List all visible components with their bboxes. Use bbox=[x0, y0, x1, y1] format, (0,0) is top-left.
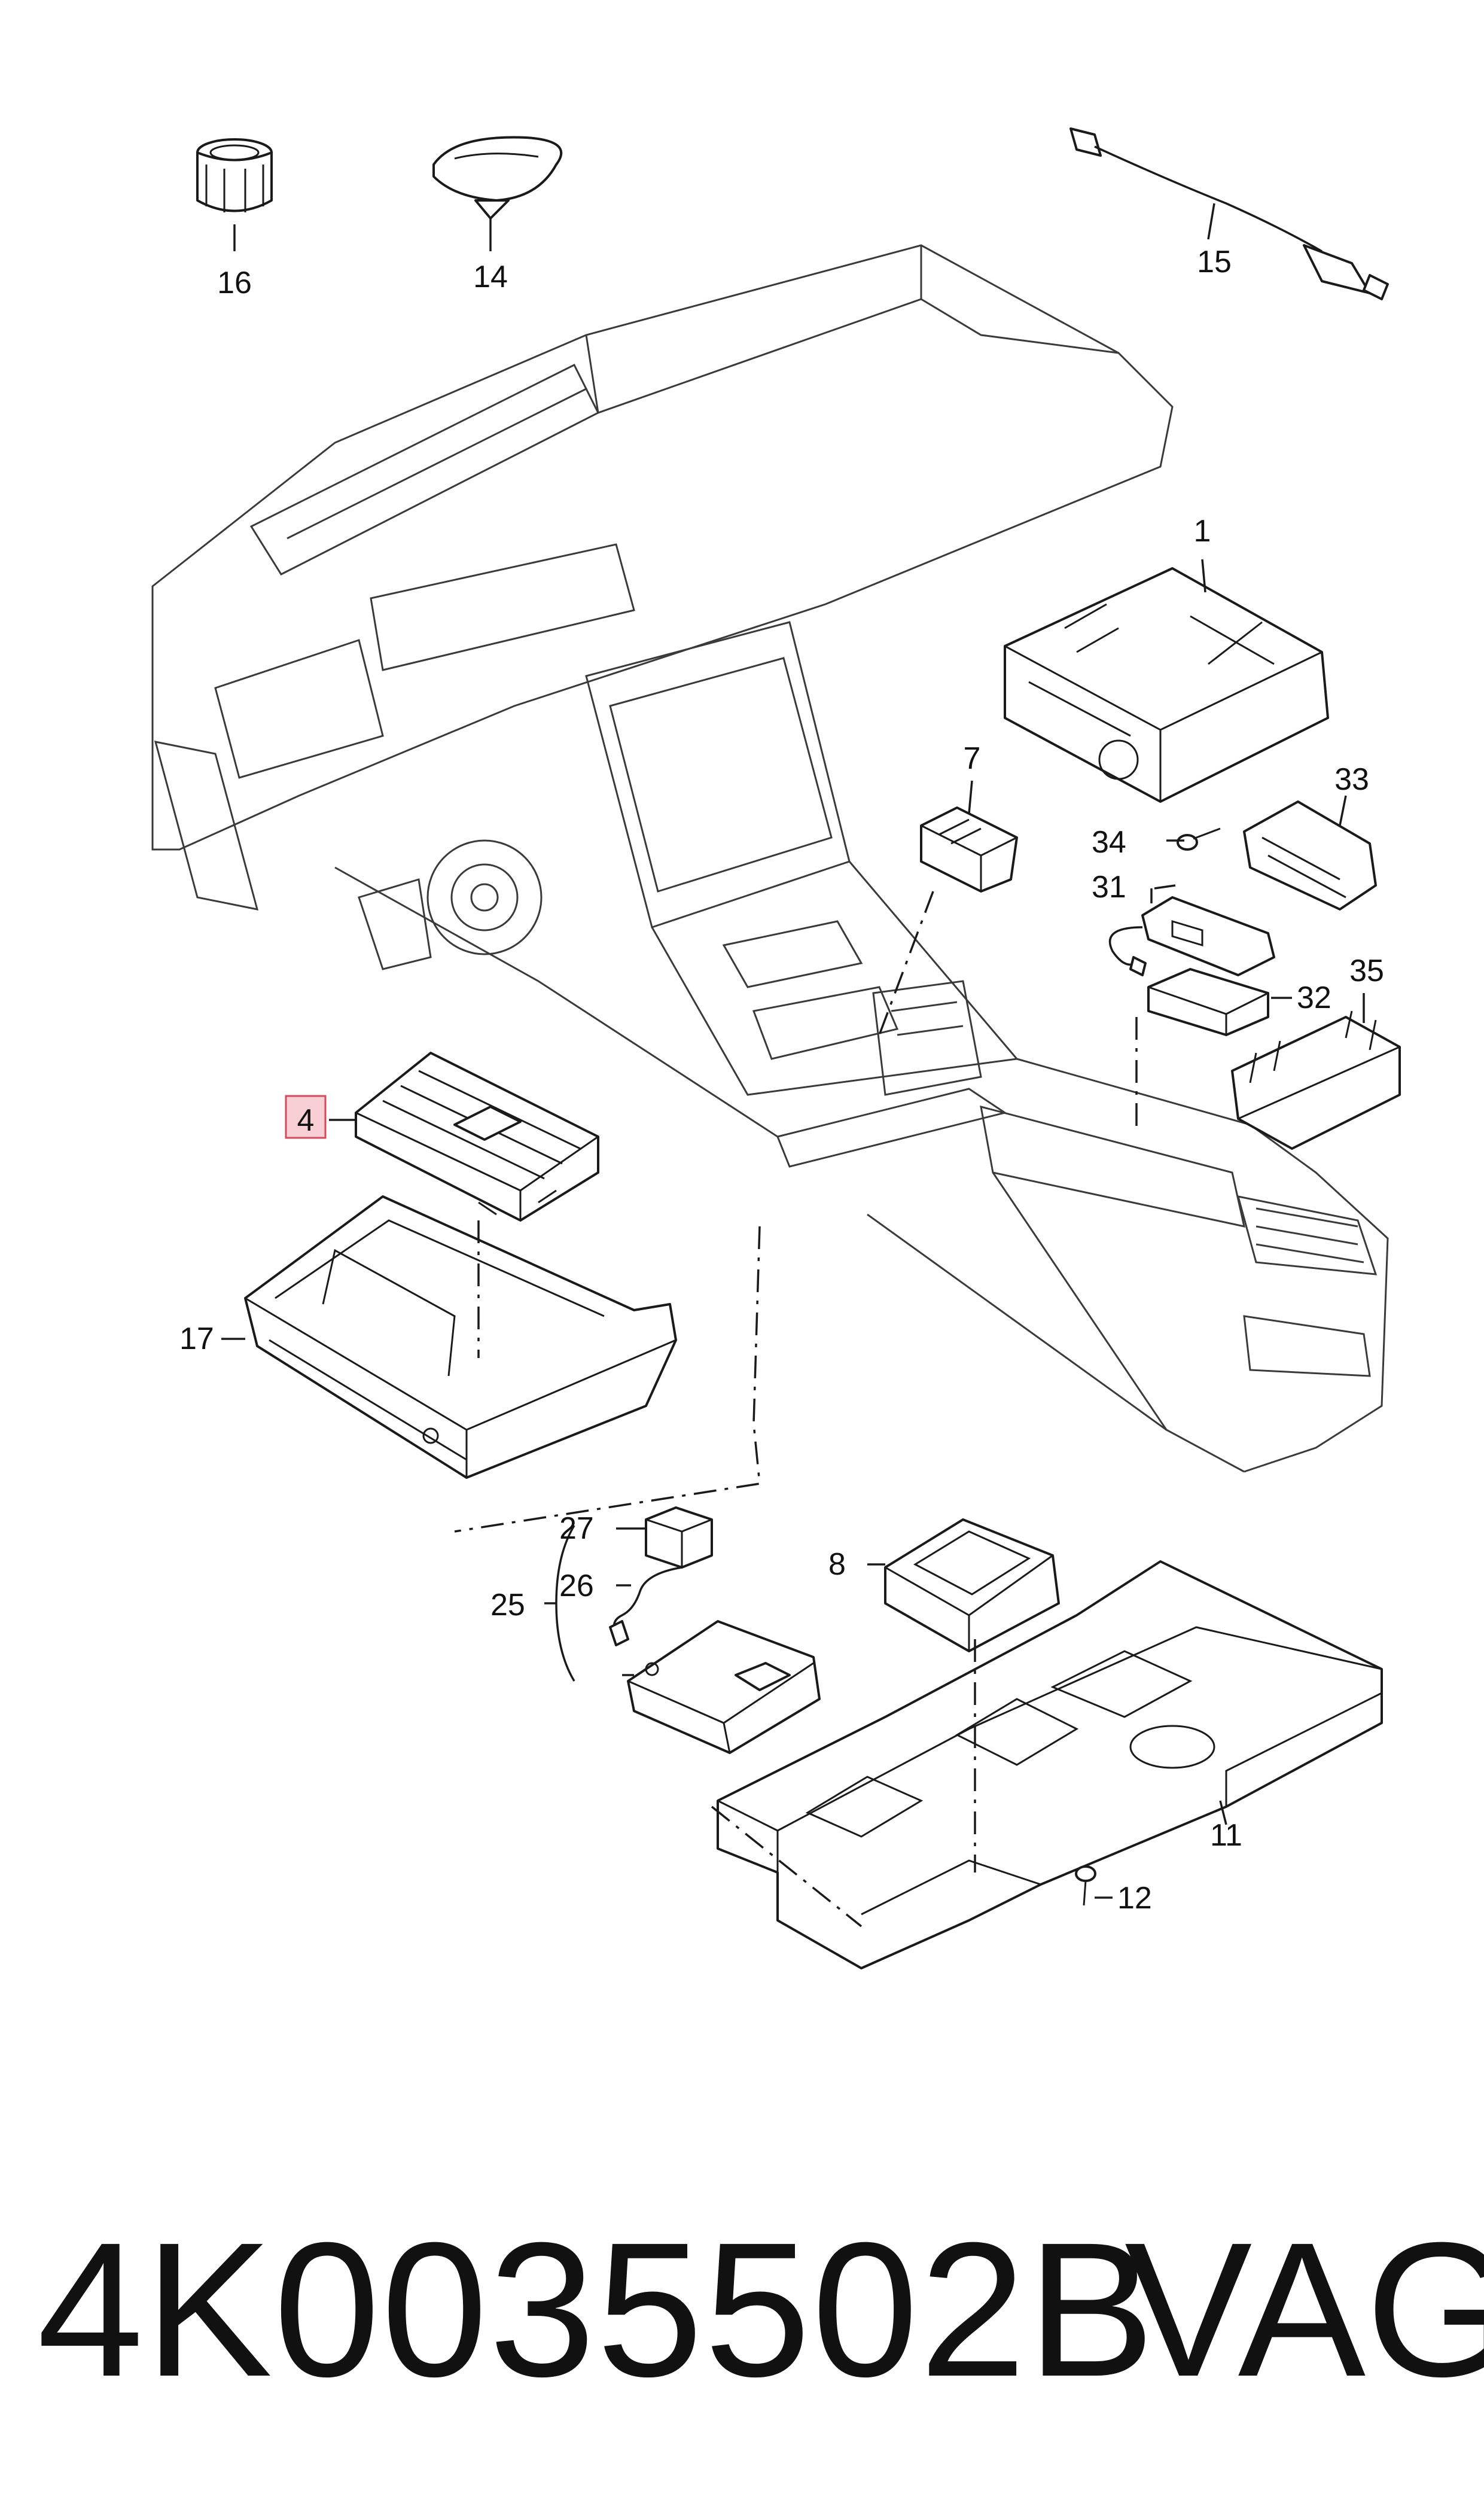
callout-11: 11 bbox=[1210, 1818, 1242, 1853]
callout-8: 8 bbox=[828, 1547, 846, 1582]
part-4-wireless-charger bbox=[355, 1052, 599, 1222]
part-27-connector bbox=[645, 1506, 713, 1569]
part-17-storage-box bbox=[244, 1195, 677, 1479]
callout-34: 34 bbox=[1092, 825, 1126, 860]
dashboard-outline bbox=[151, 244, 1389, 1473]
part-8-control-unit bbox=[884, 1518, 1060, 1652]
callout-26: 26 bbox=[559, 1569, 594, 1603]
callout-27: 27 bbox=[559, 1511, 594, 1546]
callout-31: 31 bbox=[1092, 870, 1126, 905]
part-11-console-carrier bbox=[717, 1560, 1383, 1969]
callout-33: 33 bbox=[1334, 762, 1369, 797]
brand-label: VAG bbox=[1125, 2202, 1484, 2416]
callout-4: 4 bbox=[297, 1103, 315, 1138]
callout-15: 15 bbox=[1197, 245, 1232, 279]
part-number: 4K0035502B bbox=[37, 2202, 1156, 2416]
callout-35: 35 bbox=[1349, 954, 1384, 988]
callout-7: 7 bbox=[964, 741, 981, 776]
part-32-control-module bbox=[1147, 968, 1269, 1036]
callout-labels: 16 14 15 1 7 33 34 31 32 35 4 17 8 27 26… bbox=[179, 245, 1384, 1916]
callout-16: 16 bbox=[217, 266, 252, 300]
leader-lines bbox=[221, 203, 1365, 1899]
part-35-holder bbox=[1231, 1010, 1401, 1150]
callout-17: 17 bbox=[179, 1322, 214, 1356]
callout-14: 14 bbox=[473, 260, 508, 294]
callout-32: 32 bbox=[1297, 981, 1331, 1015]
part-34-screw bbox=[1177, 827, 1221, 851]
part-31-control-module bbox=[1108, 896, 1275, 976]
part-1-infotainment-unit bbox=[1004, 567, 1329, 803]
part-25-module-assembly bbox=[627, 1620, 821, 1754]
part-16-rotary-knob bbox=[196, 138, 273, 212]
alignment-lines bbox=[454, 891, 1138, 1928]
part-15-cable bbox=[1069, 127, 1389, 300]
part-14-roof-antenna bbox=[432, 136, 563, 220]
callout-12: 12 bbox=[1117, 1881, 1152, 1916]
part-7-switch-module bbox=[920, 806, 1018, 893]
part-33-bracket bbox=[1243, 800, 1377, 911]
part-26-cable bbox=[609, 1566, 682, 1646]
callout-1: 1 bbox=[1194, 514, 1211, 549]
callout-4-highlight bbox=[285, 1095, 327, 1139]
exploded-parts-diagram: 16 14 15 1 7 33 34 31 32 35 4 17 8 27 26… bbox=[151, 127, 1401, 1969]
callout-25: 25 bbox=[490, 1588, 525, 1622]
part-12-screw bbox=[1075, 1865, 1096, 1906]
